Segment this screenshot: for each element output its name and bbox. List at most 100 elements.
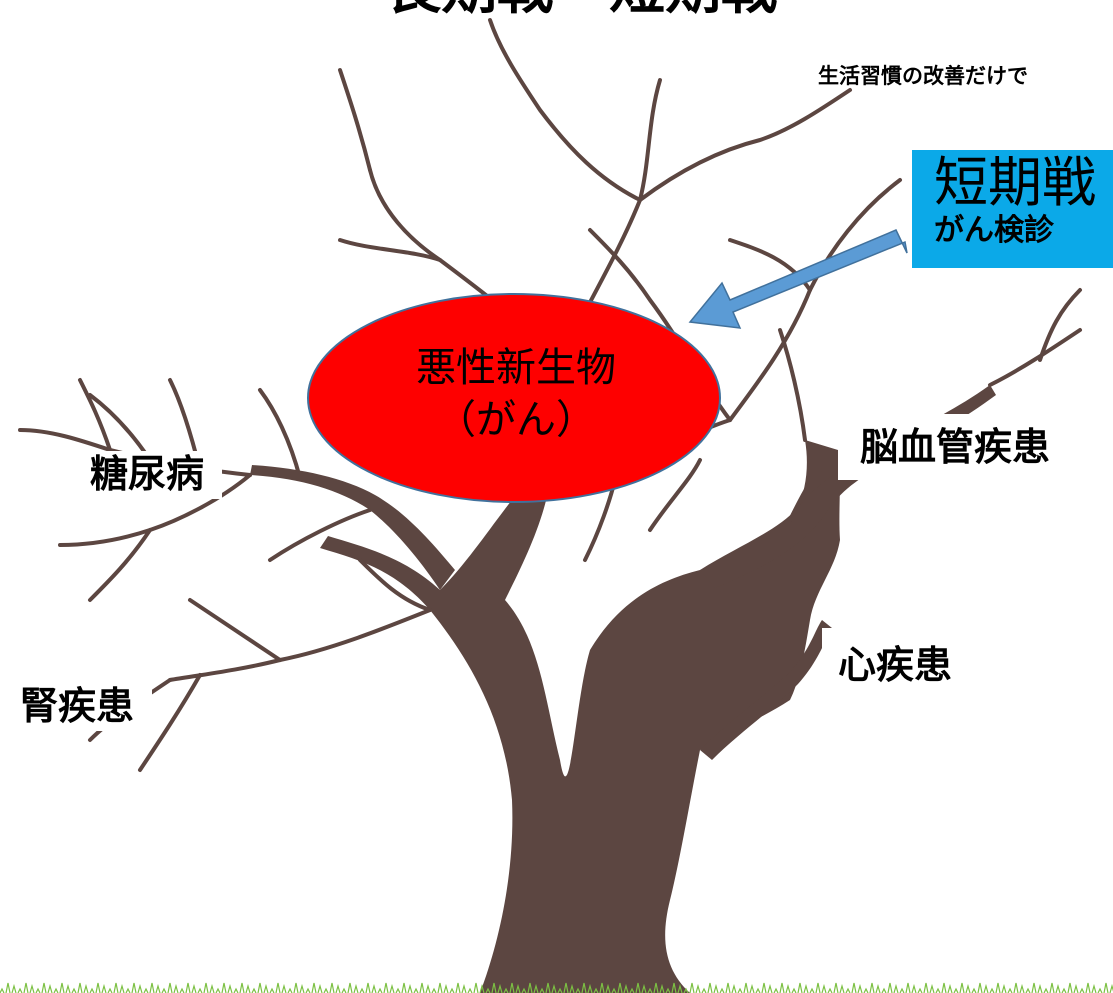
grass-tuft — [1097, 987, 1103, 993]
grass-tuft — [569, 983, 575, 993]
grass-tuft — [707, 982, 713, 993]
grass-tuft — [455, 982, 461, 993]
grass-tuft — [977, 982, 983, 993]
grass-tuft — [743, 982, 749, 993]
grass-tuft — [365, 982, 371, 993]
grass-tuft — [1067, 982, 1073, 993]
grass-tuft — [401, 982, 407, 993]
grass-tuft — [293, 982, 299, 993]
grass-tuft — [797, 982, 803, 993]
grass-tuft — [65, 983, 71, 993]
grass-tuft — [515, 983, 521, 993]
grass-tuft — [557, 987, 563, 993]
grass-tuft — [269, 987, 275, 993]
grass-tuft — [887, 982, 893, 993]
grass-tuft — [179, 987, 185, 993]
grass-tuft — [935, 987, 941, 993]
grass-tuft — [491, 982, 497, 993]
grass-tuft — [509, 982, 515, 993]
grass-tuft — [209, 983, 215, 993]
label-diabetes: 糖尿病 — [68, 451, 223, 499]
grass-tuft — [77, 982, 83, 993]
grass-tuft — [749, 983, 755, 993]
grass-tuft — [605, 983, 611, 993]
grass-tuft — [377, 987, 383, 993]
grass-tuft — [785, 983, 791, 993]
grass-tuft — [917, 987, 923, 993]
grass-tuft — [323, 987, 329, 993]
grass-tuft — [71, 987, 77, 993]
grass-tuft — [995, 982, 1001, 993]
grass-tuft — [779, 982, 785, 993]
grass-tuft — [41, 982, 47, 993]
grass-tuft — [443, 983, 449, 993]
grass-tuft — [407, 983, 413, 993]
grass-tuft — [437, 982, 443, 993]
grass-tuft — [239, 982, 245, 993]
grass-tuft — [653, 982, 659, 993]
grass-tuft — [227, 983, 233, 993]
grass-tuft — [869, 982, 875, 993]
grass-tuft — [449, 987, 455, 993]
grass-tuft — [221, 982, 227, 993]
grass-tuft — [11, 983, 17, 993]
grass-tuft — [953, 987, 959, 993]
grass-tuft — [623, 983, 629, 993]
grass-tuft — [1049, 982, 1055, 993]
grass-tuft — [281, 983, 287, 993]
grass-tuft — [203, 982, 209, 993]
grass-tuft — [485, 987, 491, 993]
grass-tuft — [1001, 983, 1007, 993]
grass-tuft — [413, 987, 419, 993]
grass-tuft — [851, 982, 857, 993]
grass-tuft — [431, 987, 437, 993]
grass-tuft — [17, 987, 23, 993]
grass-tuft — [185, 982, 191, 993]
grass-tuft — [803, 983, 809, 993]
grass-tuft — [191, 983, 197, 993]
grass-tuft — [875, 983, 881, 993]
grass-tuft — [497, 983, 503, 993]
grass-tuft — [149, 982, 155, 993]
grass-tuft — [599, 982, 605, 993]
note-text: 生活習慣の改善だけで — [818, 64, 1028, 88]
grass-tuft — [305, 987, 311, 993]
grass-tuft — [677, 983, 683, 993]
tree-limb-lower-right — [700, 620, 832, 760]
grass-tuft — [473, 982, 479, 993]
grass-tuft — [659, 983, 665, 993]
grass-tuft — [713, 983, 719, 993]
grass-tuft — [893, 983, 899, 993]
grass-tuft — [827, 987, 833, 993]
grass-tuft — [833, 982, 839, 993]
grass-tuft — [233, 987, 239, 993]
grass-tuft — [371, 983, 377, 993]
grass-tuft — [905, 982, 911, 993]
grass-tuft — [23, 982, 29, 993]
grass-tuft — [539, 987, 545, 993]
grass-tuft — [923, 982, 929, 993]
grass-tuft — [737, 987, 743, 993]
grass-tuft — [173, 983, 179, 993]
grass-tuft — [791, 987, 797, 993]
grass-tuft — [1025, 987, 1031, 993]
grass-tuft — [629, 987, 635, 993]
grass-tuft — [503, 987, 509, 993]
grass-tuft — [119, 983, 125, 993]
tree-limb-left — [250, 465, 455, 590]
grass-tuft — [671, 982, 677, 993]
grass-tuft — [725, 982, 731, 993]
grass-tuft — [89, 987, 95, 993]
grass-tuft — [341, 987, 347, 993]
grass-tuft — [773, 987, 779, 993]
grass-tuft — [911, 983, 917, 993]
grass-tuft — [575, 987, 581, 993]
grass-tuft — [611, 987, 617, 993]
grass-tuft — [719, 987, 725, 993]
grass-tuft — [1091, 983, 1097, 993]
grass-tuft — [641, 983, 647, 993]
grass-tuft — [527, 982, 533, 993]
grass-tuft — [533, 983, 539, 993]
grass-tuft — [245, 983, 251, 993]
grass-tuft — [521, 987, 527, 993]
